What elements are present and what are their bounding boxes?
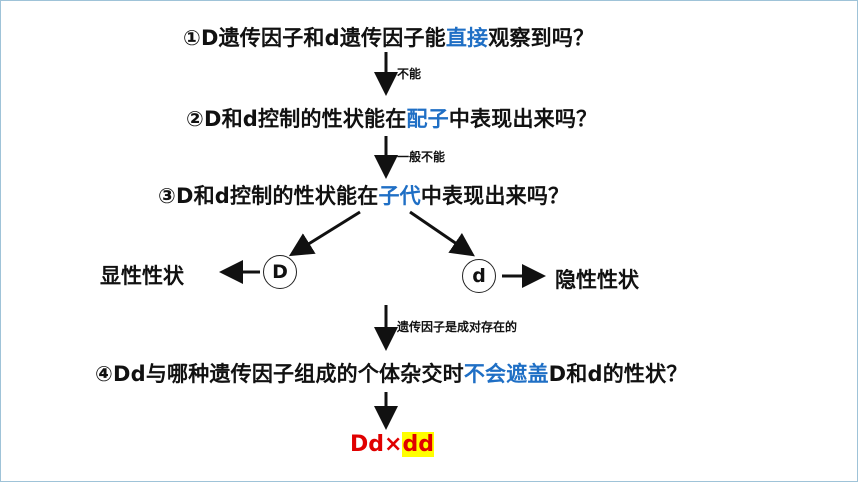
question-2-highlight: 配子 xyxy=(406,107,449,131)
question-2: ②D和d控制的性状能在配子中表现出来吗？ xyxy=(186,103,597,133)
question-1-highlight: 直接 xyxy=(445,26,489,50)
question-4-prefix: ④Dd与哪种遗传因子组成的个体杂交时 xyxy=(95,362,464,386)
result-left-genotype: Dd xyxy=(350,432,385,457)
question-4-suffix: D和d的性状？ xyxy=(548,362,688,386)
question-3-highlight: 子代 xyxy=(378,184,421,208)
arrow-q3-d-dominant xyxy=(288,210,361,257)
question-1-prefix: ①D遗传因子和d遗传因子能 xyxy=(183,26,446,50)
question-3: ③D和d控制的性状能在子代中表现出来吗？ xyxy=(158,180,569,210)
question-3-suffix: 中表现出来吗？ xyxy=(420,184,570,208)
question-2-suffix: 中表现出来吗？ xyxy=(448,107,598,131)
note-3: 遗传因子是成对存在的 xyxy=(397,320,518,334)
arrow-q3-d-recessive xyxy=(409,210,475,257)
cross-result: Dd×dd xyxy=(350,432,434,457)
question-2-prefix: ②D和d控制的性状能在 xyxy=(186,107,407,131)
question-1-suffix: 观察到吗？ xyxy=(488,26,595,50)
result-times-sign: × xyxy=(384,432,403,457)
dominant-factor-node: D xyxy=(263,255,297,289)
dominant-trait-label: 显性性状 xyxy=(100,264,184,288)
question-4-highlight: 不会遮盖 xyxy=(463,362,549,386)
question-1: ①D遗传因子和d遗传因子能直接观察到吗？ xyxy=(183,22,594,52)
recessive-factor-node: d xyxy=(462,259,496,293)
note-1: 不能 xyxy=(397,67,422,81)
question-3-prefix: ③D和d控制的性状能在 xyxy=(158,184,379,208)
note-2: 一般不能 xyxy=(397,150,446,164)
recessive-trait-label: 隐性性状 xyxy=(555,268,639,292)
result-right-genotype: dd xyxy=(402,432,434,457)
question-4: ④Dd与哪种遗传因子组成的个体杂交时不会遮盖D和d的性状？ xyxy=(95,358,688,388)
